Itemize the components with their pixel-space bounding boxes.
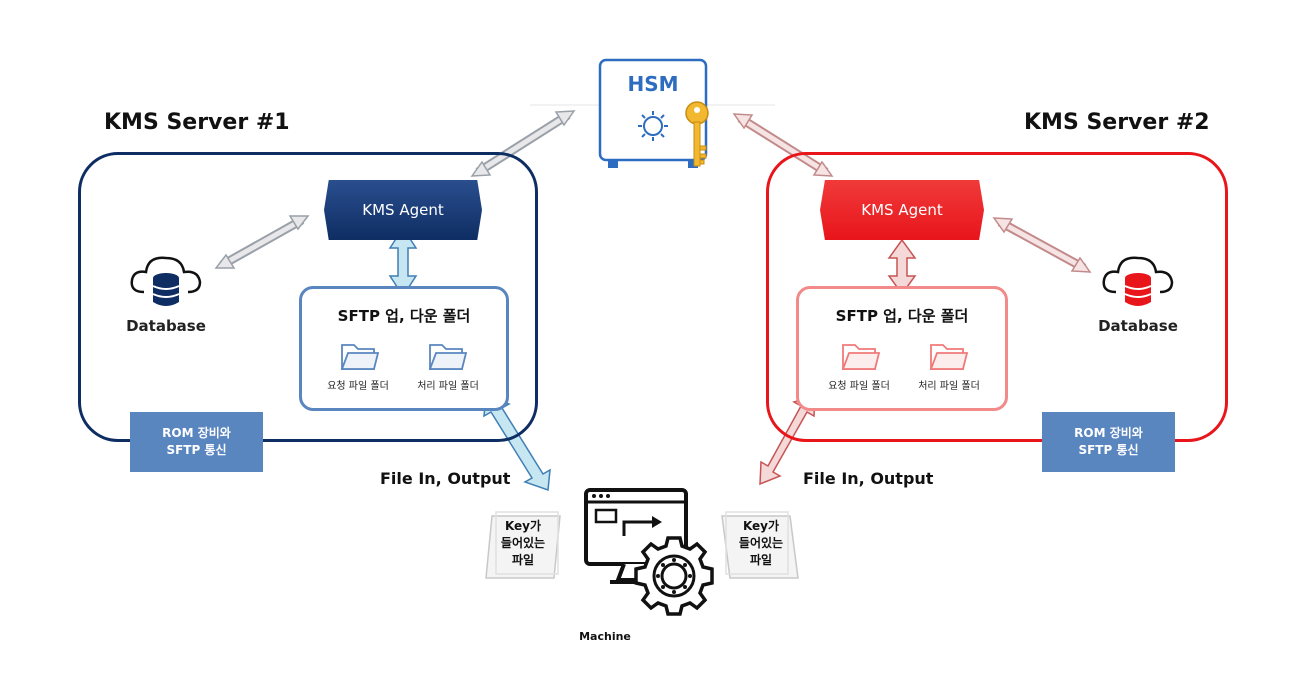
server2-kms-agent: KMS Agent xyxy=(820,180,984,240)
folder-icon xyxy=(841,344,881,370)
server2-folder-request-label: 요청 파일 폴더 xyxy=(828,381,890,392)
file-io-left-label: File In, Output xyxy=(380,469,511,488)
arrow-db1-agent1 xyxy=(214,215,310,269)
server2-rom-badge: ROM 장비와 SFTP 통신 xyxy=(1042,412,1175,472)
hsm-block: HSM xyxy=(530,56,775,176)
folder-icon xyxy=(428,344,468,370)
server1-database-icon xyxy=(126,248,206,312)
server1-database-label: Database xyxy=(126,317,206,335)
arrow-hsm-server2 xyxy=(732,113,834,177)
server2-container xyxy=(766,152,1228,442)
server2-sftp-box: SFTP 업, 다운 폴더 요청 파일 폴더 처리 파일 폴더 xyxy=(796,286,1008,411)
file-io-right-label: File In, Output xyxy=(803,469,934,488)
key-file-left: Key가 들어있는 파일 xyxy=(484,508,564,584)
server2-database-label: Database xyxy=(1098,317,1178,335)
server2-rom-line1: ROM 장비와 xyxy=(1074,426,1143,440)
folder-icon xyxy=(929,344,969,370)
server1-rom-line2: SFTP 통신 xyxy=(166,443,227,457)
server1-sftp-title: SFTP 업, 다운 폴더 xyxy=(337,307,471,325)
key-file-right-text: Key가 들어있는 파일 xyxy=(738,519,784,567)
hsm-safe-icon xyxy=(530,58,775,168)
server1-folder-request-label: 요청 파일 폴더 xyxy=(327,381,389,392)
server2-folder-process-label: 처리 파일 폴더 xyxy=(918,381,980,392)
gear-icon xyxy=(634,536,714,616)
server1-kms-agent: KMS Agent xyxy=(324,180,482,240)
arrow-hsm-server1 xyxy=(470,110,576,177)
server2-database-icon xyxy=(1098,248,1178,312)
key-file-right: Key가 들어있는 파일 xyxy=(718,508,802,584)
hsm-label: HSM xyxy=(627,72,679,96)
server2-rom-line2: SFTP 통신 xyxy=(1078,443,1139,457)
arrow-agent2-db2 xyxy=(992,217,1092,273)
server1-container xyxy=(78,152,538,442)
folder-icon xyxy=(340,344,380,370)
server1-title: KMS Server #1 xyxy=(104,110,290,135)
server2-title: KMS Server #2 xyxy=(1024,110,1210,135)
server2-sftp-title: SFTP 업, 다운 폴더 xyxy=(835,307,969,325)
machine-icon xyxy=(584,488,714,616)
server1-sftp-box: SFTP 업, 다운 폴더 요청 파일 폴더 처리 파일 폴더 xyxy=(299,286,509,411)
machine-label: Machine xyxy=(579,630,631,643)
key-file-left-text: Key가 들어있는 파일 xyxy=(500,519,546,567)
server1-rom-badge: ROM 장비와 SFTP 통신 xyxy=(130,412,263,472)
document-icon xyxy=(721,511,799,579)
document-icon xyxy=(485,511,561,579)
key-icon xyxy=(685,101,709,167)
server1-folder-process-label: 처리 파일 폴더 xyxy=(417,381,479,392)
server1-rom-line1: ROM 장비와 xyxy=(162,426,231,440)
